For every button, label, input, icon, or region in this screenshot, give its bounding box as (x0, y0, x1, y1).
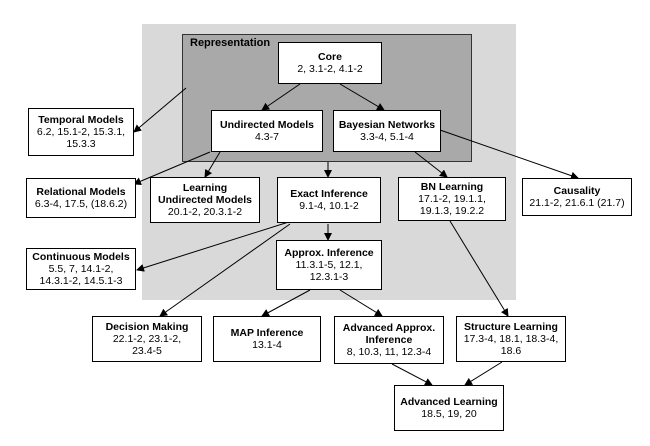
node-title: MAP Inference (230, 327, 304, 339)
arrow-undirected-learning (204, 151, 221, 178)
node-advanced-approx-inference: Advanced Approx. Inference 8, 10.3, 11, … (334, 316, 444, 364)
node-undirected-models: Undirected Models 4.3-7 (211, 110, 323, 152)
node-sections: 22.1-2, 23.1-2, 23.4-5 (112, 333, 182, 357)
node-title: Undirected Models (220, 119, 314, 131)
arrow-core-undirected (261, 83, 301, 111)
node-sections: 6.2, 15.1-2, 15.3.1, 15.3.3 (36, 126, 126, 150)
arrow-bnlearning-structure (449, 220, 509, 317)
arrow-bayesian-bnlearning (414, 151, 448, 178)
node-title: Advanced Approx. Inference (342, 322, 436, 346)
node-sections: 4.3-7 (255, 131, 279, 143)
node-learning-undirected-models: Learning Undirected Models 20.1-2, 20.3.… (150, 177, 260, 223)
node-approx-inference: Approx. Inference 11.3.1-5, 12.1, 12.3.1… (276, 240, 382, 290)
node-title: Core (318, 51, 342, 63)
node-sections: 9.1-4, 10.1-2 (299, 200, 359, 212)
arrow-structure-advlearning (464, 361, 503, 386)
node-sections: 13.1-4 (252, 339, 282, 351)
node-title: BN Learning (420, 181, 484, 193)
arrow-advapprox-advlearning (391, 363, 433, 386)
node-title: Decision Making (105, 321, 189, 333)
node-title: Advanced Learning (400, 396, 498, 408)
node-sections: 20.1-2, 20.3.1-2 (167, 206, 243, 218)
node-structure-learning: Structure Learning 17.3-4, 18.1, 18.3-4,… (456, 316, 566, 362)
node-sections: 21.1-2, 21.6.1 (21.7) (529, 197, 625, 209)
arrow-exact-continuous (136, 219, 296, 272)
node-continuous-models: Continuous Models 5.5, 7, 14.1-2, 14.3.1… (26, 248, 136, 290)
node-title: Relational Models (36, 186, 126, 198)
node-sections: 5.5, 7, 14.1-2, 14.3.1-2, 14.5.1-3 (39, 263, 123, 287)
node-sections: 18.5, 19, 20 (421, 408, 477, 420)
node-map-inference: MAP Inference 13.1-4 (213, 316, 321, 362)
arrow-bayesian-causality (439, 129, 579, 180)
node-title: Bayesian Networks (338, 119, 436, 131)
node-sections: 11.3.1-5, 12.1, 12.3.1-3 (295, 259, 363, 283)
node-title: Learning Undirected Models (158, 182, 252, 206)
node-relational-models: Relational Models 6.3-4, 17.5, (18.6.2) (26, 178, 136, 218)
node-decision-making: Decision Making 22.1-2, 23.1-2, 23.4-5 (92, 316, 202, 362)
arrow-rep-relational (133, 151, 211, 185)
node-advanced-learning: Advanced Learning 18.5, 19, 20 (394, 385, 504, 431)
node-title: Causality (553, 185, 601, 197)
node-temporal-models: Temporal Models 6.2, 15.1-2, 15.3.1, 15.… (28, 108, 134, 156)
arrow-core-bayesian (339, 83, 385, 111)
node-title: Continuous Models (32, 251, 130, 263)
node-sections: 17.1-2, 19.1.1, 19.1.3, 19.2.2 (418, 193, 486, 217)
node-bn-learning: BN Learning 17.1-2, 19.1.1, 19.1.3, 19.2… (398, 177, 506, 221)
node-title: Temporal Models (38, 114, 124, 126)
node-exact-inference: Exact Inference 9.1-4, 10.1-2 (277, 177, 381, 223)
node-title: Structure Learning (464, 321, 558, 333)
node-sections: 2, 3.1-2, 4.1-2 (297, 63, 363, 75)
arrow-exact-decision (159, 223, 291, 317)
arrow-approx-map (261, 289, 311, 317)
node-bayesian-networks: Bayesian Networks 3.3-4, 5.1-4 (333, 110, 441, 152)
node-title: Approx. Inference (284, 247, 374, 259)
node-sections: 6.3-4, 17.5, (18.6.2) (34, 198, 128, 210)
node-sections: 8, 10.3, 11, 12.3-4 (346, 346, 432, 358)
node-sections: 3.3-4, 5.1-4 (360, 131, 414, 143)
arrow-rep-temporal (133, 87, 187, 133)
representation-label: Representation (190, 37, 271, 49)
node-title: Exact Inference (290, 188, 368, 200)
node-core: Core 2, 3.1-2, 4.1-2 (278, 42, 382, 84)
node-sections: 17.3-4, 18.1, 18.3-4, 18.6 (463, 333, 559, 357)
arrow-approx-advapprox (339, 289, 383, 317)
node-causality: Causality 21.1-2, 21.6.1 (21.7) (522, 178, 632, 216)
